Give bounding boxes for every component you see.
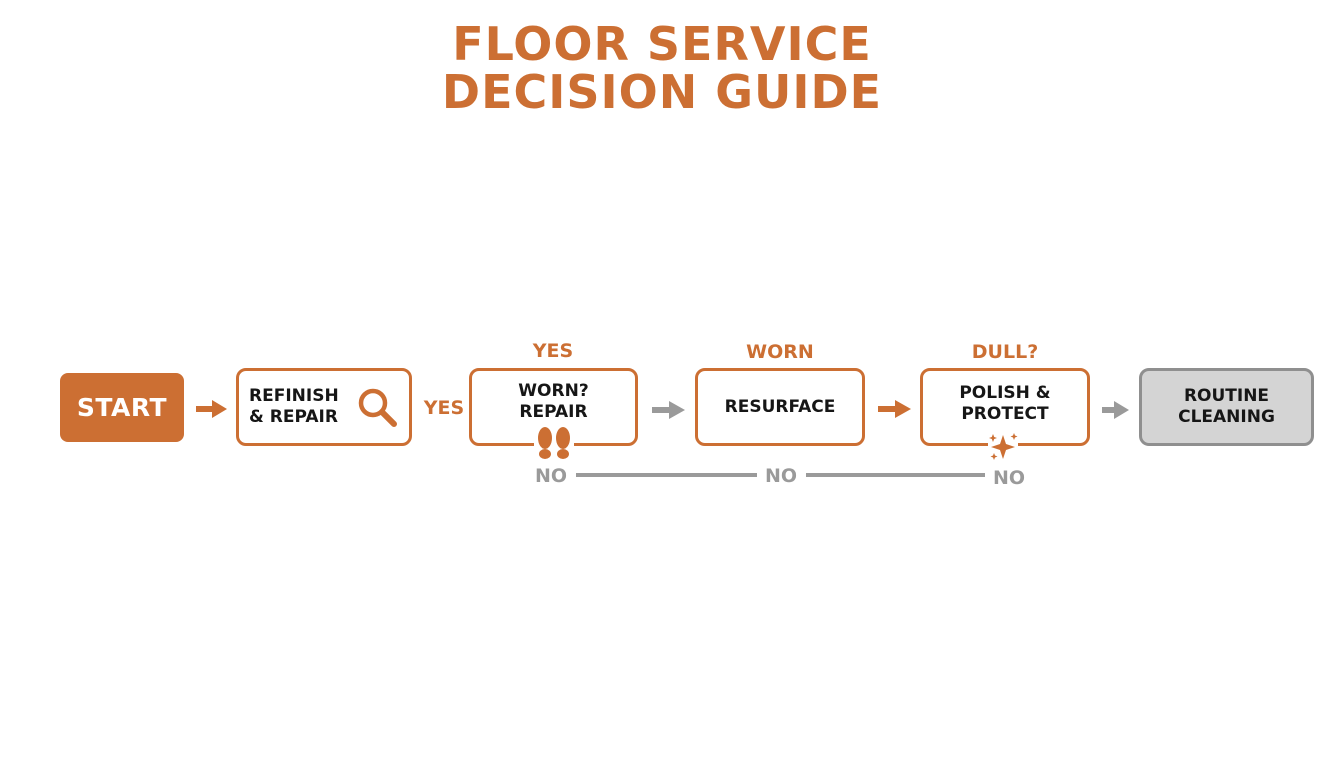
edge-label-no-1: NO	[534, 465, 568, 487]
title-line-2: DECISION GUIDE	[441, 65, 883, 119]
edge-label-yes-side: YES	[423, 397, 465, 419]
polish-label-line-2: PROTECT	[961, 404, 1049, 424]
edge-label-yes-top: YES	[532, 340, 574, 362]
worn-repair-label-line-2: REPAIR	[519, 402, 588, 422]
worn-repair-label-line-1: WORN?	[518, 381, 589, 401]
title-line-1: FLOOR SERVICE	[452, 17, 872, 71]
arrow-polish-to-routine	[1102, 401, 1129, 419]
refinish-label-line-1: REFINISH	[249, 386, 339, 406]
sparkles-icon	[988, 431, 1018, 463]
resurface-label: RESURFACE	[724, 396, 836, 417]
start-node: START	[60, 373, 184, 442]
resurface-node: RESURFACE	[695, 368, 865, 446]
arrow-start-to-refinish	[196, 400, 227, 418]
refinish-repair-node: REFINISH & REPAIR	[236, 368, 412, 446]
edge-label-worn-top: WORN	[746, 341, 814, 363]
magnifier-icon	[358, 388, 397, 427]
footprints-icon	[534, 426, 574, 462]
arrow-worn-to-resurface	[652, 401, 685, 419]
routine-label-line-1: ROUTINE	[1183, 386, 1270, 406]
routine-cleaning-node: ROUTINE CLEANING	[1139, 368, 1314, 446]
routine-label-line-2: CLEANING	[1178, 407, 1275, 427]
arrow-resurface-to-polish	[878, 400, 911, 418]
start-label: START	[76, 392, 168, 422]
polish-label-line-1: POLISH &	[959, 383, 1051, 403]
edge-label-dull-top: DULL?	[971, 341, 1039, 363]
edge-label-no-2: NO	[764, 465, 798, 487]
edge-label-no-3: NO	[992, 467, 1026, 489]
refinish-label-line-2: & REPAIR	[249, 407, 338, 427]
